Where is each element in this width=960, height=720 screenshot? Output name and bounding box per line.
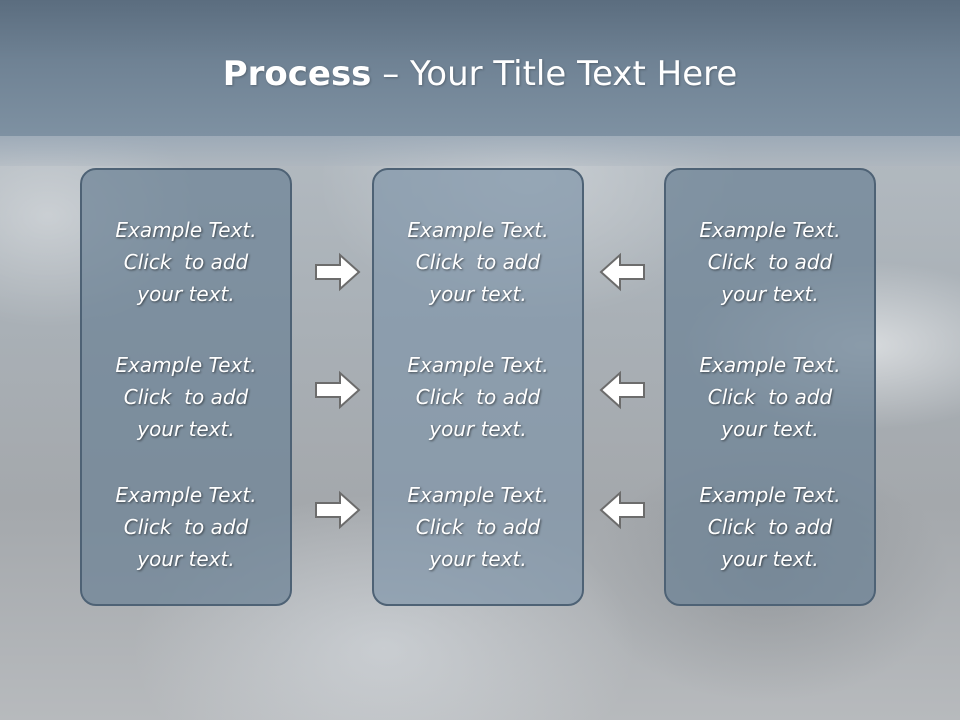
text-line: your text. [429, 282, 527, 306]
title-bold-part: Process [222, 54, 372, 94]
text-line: Example Text. [115, 483, 257, 507]
text-line: Click to add [123, 250, 249, 274]
process-box-right[interactable]: Example Text. Click to add your text. Ex… [664, 168, 876, 606]
text-line: Click to add [123, 515, 249, 539]
text-line: your text. [429, 417, 527, 441]
text-block[interactable]: Example Text. Click to add your text. [82, 214, 290, 310]
slide-title[interactable]: Process – Your Title Text Here [0, 52, 960, 96]
title-rest-part: – Your Title Text Here [371, 54, 738, 94]
text-line: Example Text. [699, 353, 841, 377]
text-line: your text. [429, 547, 527, 571]
right-arrow-icon[interactable] [314, 490, 362, 530]
process-box-left[interactable]: Example Text. Click to add your text. Ex… [80, 168, 292, 606]
left-arrow-icon[interactable] [598, 252, 646, 292]
text-line: Example Text. [407, 218, 549, 242]
text-block[interactable]: Example Text. Click to add your text. [666, 479, 874, 575]
text-block[interactable]: Example Text. Click to add your text. [666, 349, 874, 445]
title-bar [0, 0, 960, 136]
text-line: your text. [721, 417, 819, 441]
text-line: Example Text. [115, 218, 257, 242]
text-line: Example Text. [407, 483, 549, 507]
text-line: Click to add [707, 250, 833, 274]
right-arrow-icon[interactable] [314, 370, 362, 410]
text-block[interactable]: Example Text. Click to add your text. [82, 479, 290, 575]
text-line: your text. [721, 282, 819, 306]
text-line: Click to add [707, 385, 833, 409]
text-line: your text. [137, 282, 235, 306]
text-block[interactable]: Example Text. Click to add your text. [82, 349, 290, 445]
left-arrow-icon[interactable] [598, 370, 646, 410]
text-line: Example Text. [407, 353, 549, 377]
text-line: Example Text. [699, 483, 841, 507]
text-line: Click to add [415, 250, 541, 274]
text-line: Example Text. [699, 218, 841, 242]
text-line: Example Text. [115, 353, 257, 377]
text-line: your text. [137, 417, 235, 441]
process-box-center[interactable]: Example Text. Click to add your text. Ex… [372, 168, 584, 606]
title-underband [0, 136, 960, 166]
text-line: Click to add [707, 515, 833, 539]
text-line: your text. [721, 547, 819, 571]
text-line: your text. [137, 547, 235, 571]
right-arrow-icon[interactable] [314, 252, 362, 292]
text-block[interactable]: Example Text. Click to add your text. [666, 214, 874, 310]
text-block[interactable]: Example Text. Click to add your text. [374, 349, 582, 445]
text-block[interactable]: Example Text. Click to add your text. [374, 214, 582, 310]
text-line: Click to add [415, 515, 541, 539]
text-line: Click to add [415, 385, 541, 409]
left-arrow-icon[interactable] [598, 490, 646, 530]
text-block[interactable]: Example Text. Click to add your text. [374, 479, 582, 575]
text-line: Click to add [123, 385, 249, 409]
